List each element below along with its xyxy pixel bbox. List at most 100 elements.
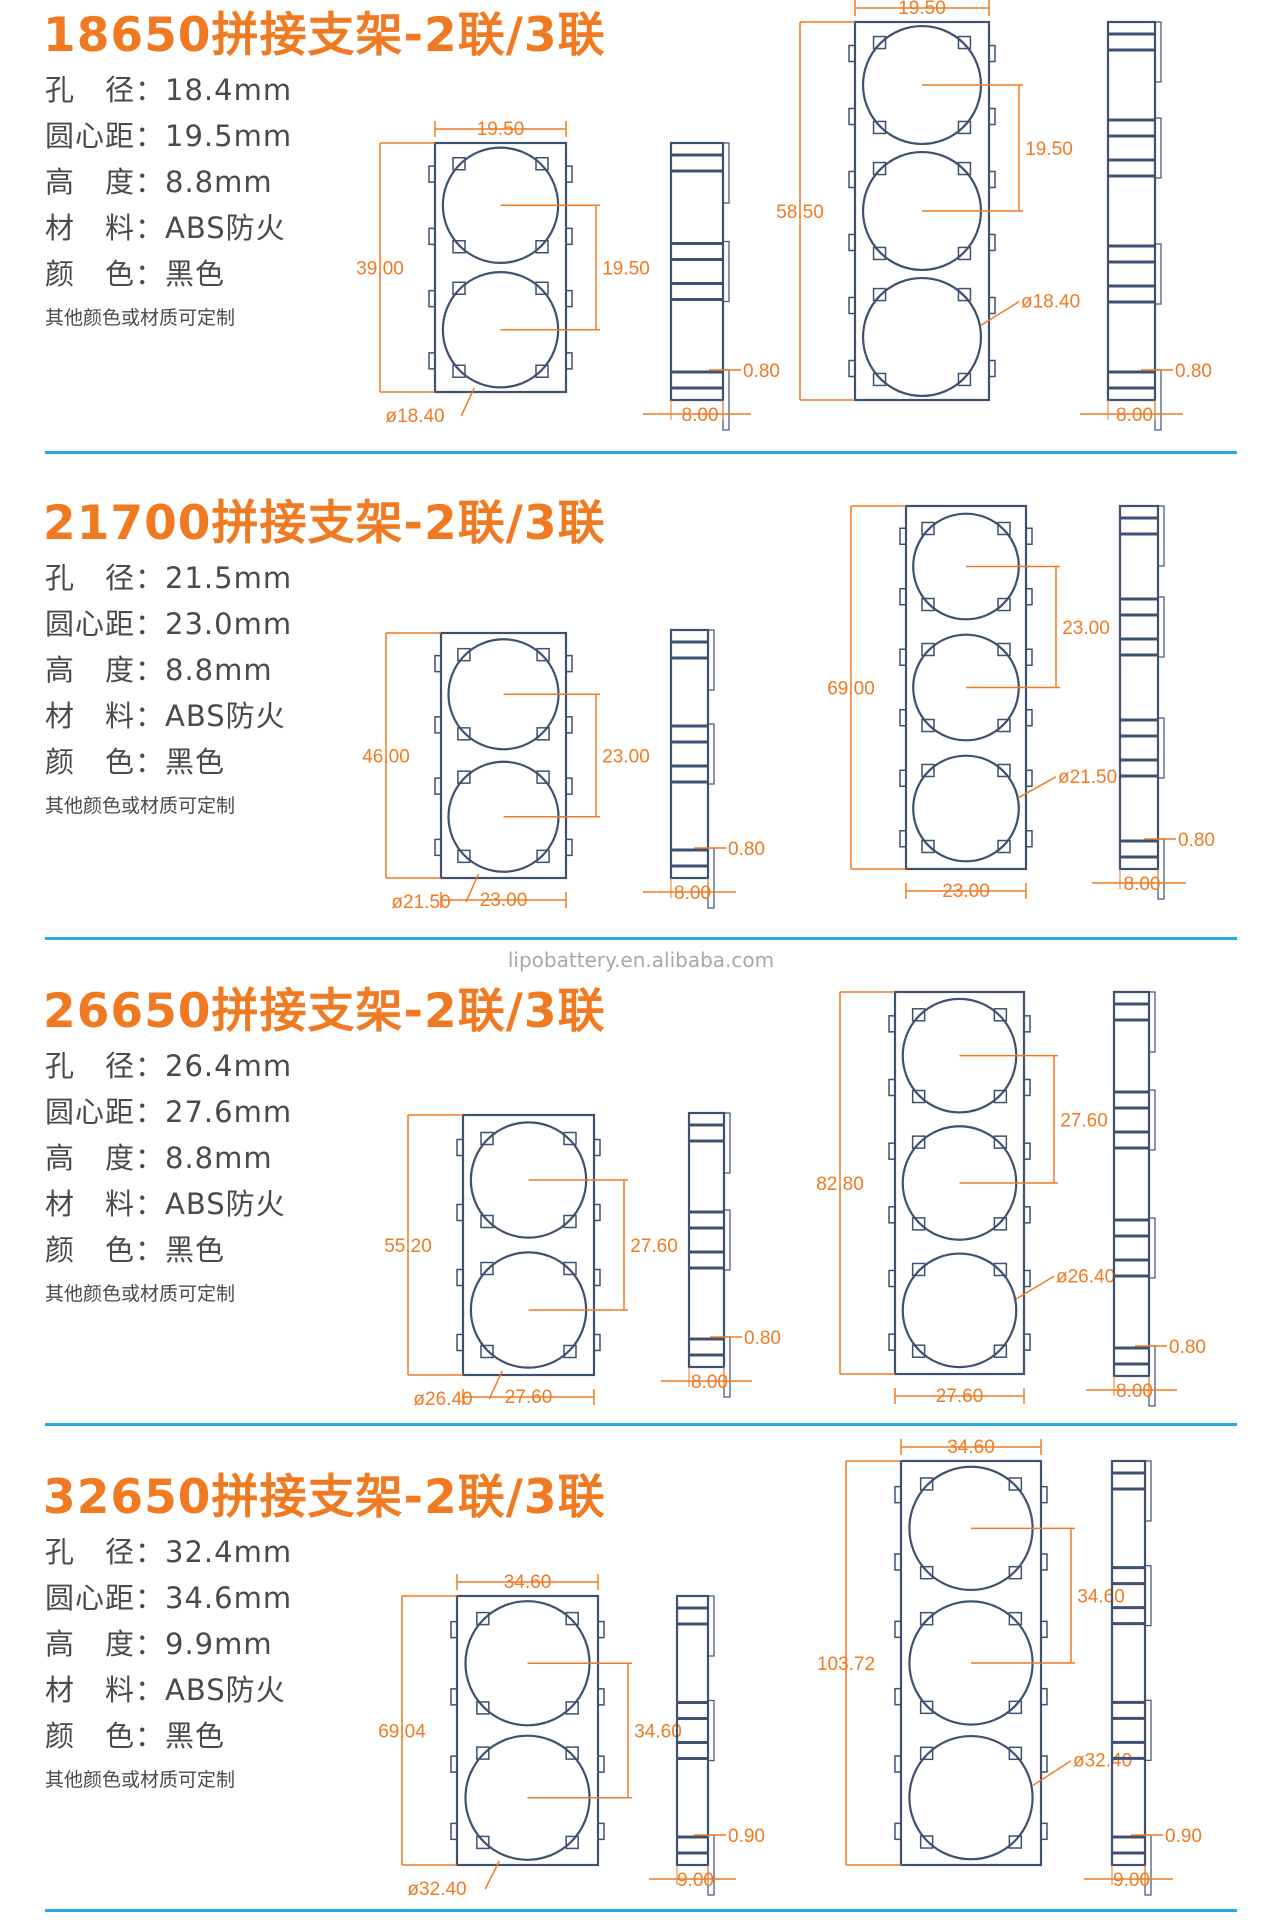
spec-line: 圆心距：23.0mm bbox=[45, 607, 293, 641]
two-cell-holder bbox=[428, 141, 573, 394]
side-notch bbox=[456, 1138, 464, 1157]
holder-frame bbox=[439, 631, 568, 880]
locking-tab bbox=[872, 246, 887, 261]
side-clip bbox=[1144, 1565, 1152, 1627]
locking-tab bbox=[993, 1344, 1008, 1358]
locking-tab bbox=[452, 240, 466, 254]
locking-tab bbox=[457, 849, 471, 864]
side-notch bbox=[894, 1620, 902, 1639]
side-notch bbox=[894, 1485, 902, 1504]
side-notch bbox=[899, 648, 907, 666]
section-divider bbox=[45, 1909, 1237, 1912]
section-divider bbox=[45, 451, 1237, 454]
side-notch bbox=[597, 1620, 605, 1639]
section-divider bbox=[45, 1423, 1237, 1426]
side-clip bbox=[707, 1699, 715, 1762]
locking-tab bbox=[921, 718, 935, 733]
customization-note: 其他颜色或材质可定制 bbox=[45, 307, 236, 329]
spec-line: 圆心距：27.6mm bbox=[45, 1095, 293, 1129]
width-dimension-label: 34.60 bbox=[504, 1572, 552, 1593]
cell-hole bbox=[901, 1252, 1018, 1369]
locking-tab bbox=[565, 1701, 579, 1715]
side-notch bbox=[899, 709, 907, 727]
side-notch bbox=[450, 1688, 458, 1706]
locking-tab bbox=[921, 597, 935, 612]
height-dimension-label: 46.00 bbox=[362, 747, 410, 768]
locking-tab bbox=[452, 281, 466, 295]
section-divider bbox=[45, 937, 1237, 940]
locking-tab bbox=[480, 1131, 494, 1146]
locking-tab bbox=[1008, 1477, 1023, 1491]
side-notch bbox=[1025, 588, 1033, 606]
side-three-view bbox=[1110, 1459, 1152, 1896]
side-notch bbox=[597, 1688, 605, 1706]
locking-tab bbox=[997, 839, 1011, 854]
dimension-line bbox=[980, 300, 1020, 326]
side-notch bbox=[888, 1078, 896, 1097]
locking-tab bbox=[480, 1261, 494, 1276]
side-notch bbox=[434, 716, 442, 734]
side-frame bbox=[669, 141, 725, 402]
cell-hole bbox=[908, 1734, 1034, 1861]
locking-tab bbox=[1008, 1746, 1023, 1761]
side-notch bbox=[428, 165, 436, 183]
thickness-dimension-label: 8.00 bbox=[691, 1372, 728, 1393]
pitch-dimension-label: 23.00 bbox=[602, 747, 650, 768]
side-notch bbox=[848, 296, 856, 315]
side-notch bbox=[848, 44, 856, 63]
side-notch bbox=[428, 289, 436, 308]
side-notch bbox=[434, 838, 442, 857]
side-three-view bbox=[1118, 504, 1165, 900]
diameter-dimension-label: ø26.40 bbox=[413, 1389, 472, 1410]
locking-tab bbox=[452, 156, 466, 171]
width-dimension-label: 23.00 bbox=[942, 881, 990, 902]
spec-line: 颜 色：黑色 bbox=[45, 257, 226, 291]
side-frame bbox=[1118, 504, 1160, 871]
side-notch bbox=[888, 1142, 896, 1160]
side-frame bbox=[1106, 20, 1157, 402]
locking-tab bbox=[872, 372, 887, 387]
side-notch bbox=[1023, 1078, 1031, 1097]
side-notch bbox=[428, 352, 436, 370]
locking-tab bbox=[565, 1835, 579, 1850]
thickness-dimension-label: 8.00 bbox=[1116, 1381, 1153, 1402]
dimension-line bbox=[460, 387, 475, 417]
pitch-dimension-label: 19.50 bbox=[1025, 139, 1073, 160]
side-notch bbox=[1025, 709, 1033, 727]
side-notch bbox=[988, 107, 996, 126]
locking-tab bbox=[957, 246, 972, 261]
holder-frame bbox=[433, 141, 568, 394]
side-notch bbox=[899, 588, 907, 606]
spec-line: 孔 径：26.4mm bbox=[45, 1049, 293, 1083]
diameter-dimension-label: ø21.50 bbox=[1058, 767, 1117, 788]
side-frame bbox=[1112, 990, 1151, 1378]
gap-dimension-label: 0.80 bbox=[744, 1328, 781, 1349]
locking-tab bbox=[1008, 1835, 1023, 1849]
customization-note: 其他颜色或材质可定制 bbox=[45, 1283, 236, 1305]
spec-line: 材 料：ABS防火 bbox=[45, 1673, 286, 1707]
locking-tab bbox=[452, 364, 466, 379]
locking-tab bbox=[957, 372, 972, 387]
side-notch bbox=[565, 654, 573, 673]
side-clip bbox=[1154, 243, 1162, 305]
side-clip bbox=[1144, 1460, 1152, 1522]
diameter-dimension-label: ø18.40 bbox=[385, 406, 444, 427]
side-notch bbox=[434, 654, 442, 673]
locking-tab bbox=[872, 287, 887, 302]
side-clip bbox=[1148, 1089, 1156, 1151]
side-notch bbox=[450, 1822, 458, 1841]
side-notch bbox=[888, 1269, 896, 1288]
width-dimension-label: 34.60 bbox=[947, 1437, 995, 1458]
side-notch bbox=[565, 716, 573, 734]
thickness-dimension-label: 9.00 bbox=[677, 1870, 714, 1891]
gap-dimension-label: 0.80 bbox=[1178, 830, 1215, 851]
thickness-dimension-label: 8.00 bbox=[682, 405, 719, 426]
locking-tab bbox=[476, 1746, 490, 1760]
diameter-dimension-label: ø26.40 bbox=[1056, 1266, 1115, 1287]
height-dimension-label: 55.20 bbox=[384, 1236, 432, 1257]
section-title: 32650拼接支架-2联/3联 bbox=[43, 1470, 606, 1525]
locking-tab bbox=[921, 642, 935, 657]
locking-tab bbox=[563, 1344, 577, 1359]
locking-tab bbox=[919, 1611, 934, 1626]
spec-line: 材 料：ABS防火 bbox=[45, 699, 286, 733]
